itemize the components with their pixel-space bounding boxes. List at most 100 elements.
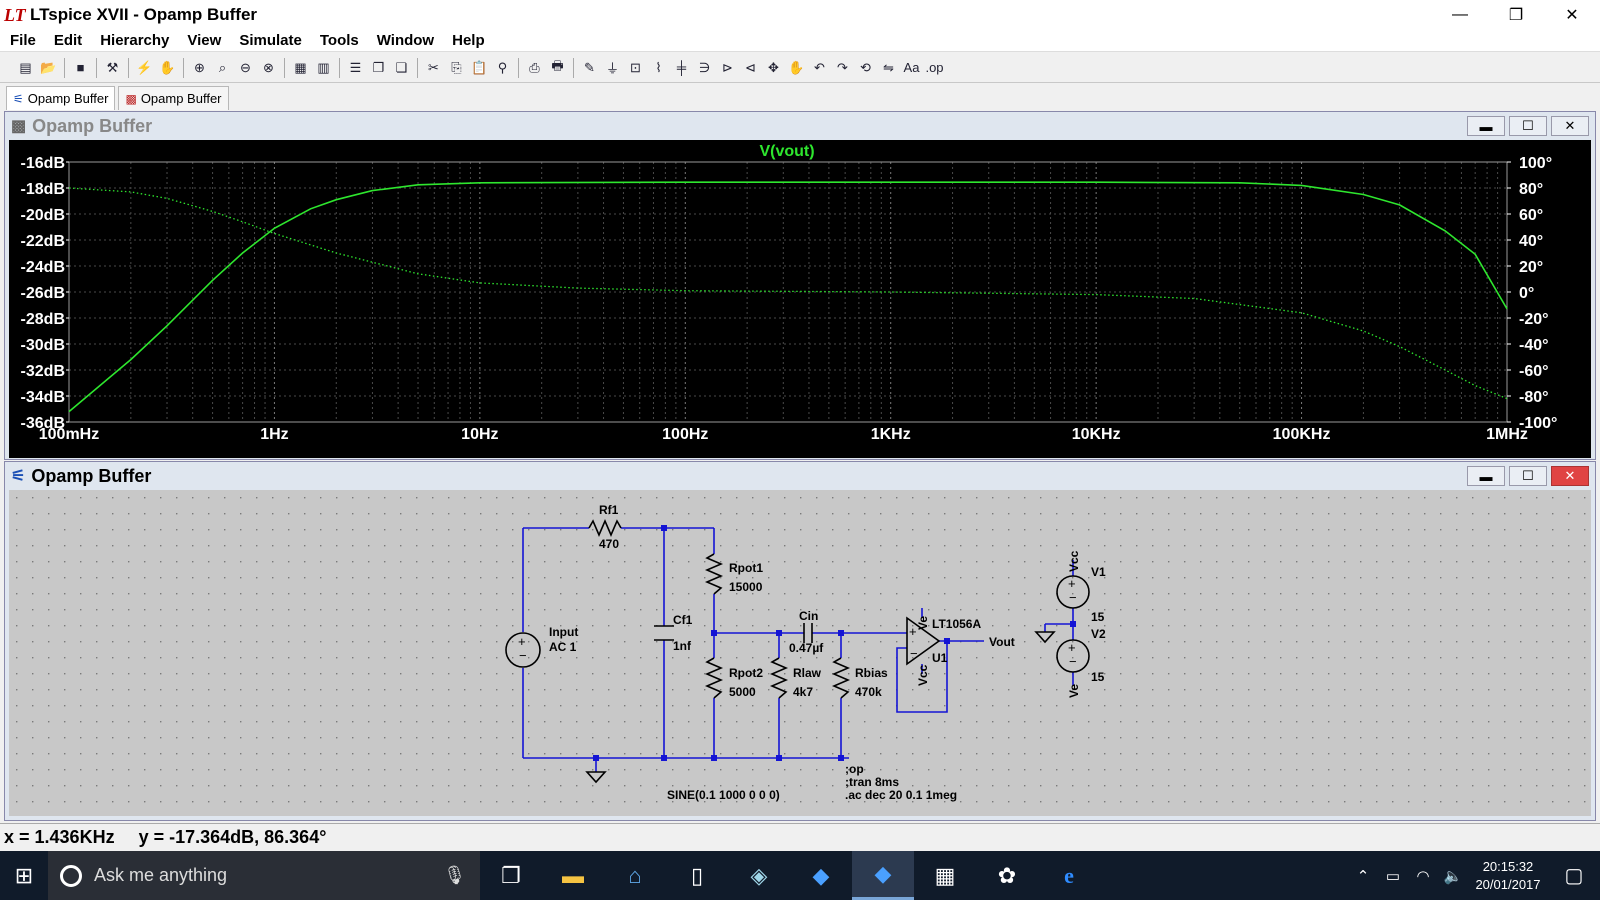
schematic-window: ⚟ Opamp Buffer ▬ ☐ ✕ [4, 461, 1596, 821]
paint-app-icon[interactable]: ✿ [997, 862, 1017, 888]
redo-icon[interactable]: ↷ [837, 59, 848, 75]
task-view-icon[interactable]: ❐ [501, 862, 521, 888]
windows-taskbar: ⊞ Ask me anything 🎙 ❐ ▬ ⌂ ▯ ◈ ◆ ◆ ▦ ✿ e … [0, 851, 1600, 900]
diode-icon[interactable]: ⊳ [722, 59, 733, 75]
menu-tools[interactable]: Tools [319, 32, 359, 49]
ground-icon[interactable]: ⏚ [605, 61, 619, 76]
directive-ac[interactable]: .ac dec 20 0.1 1meg [845, 788, 957, 802]
schematic-drawing[interactable]: +− +− +− +− Rf1 470 Rpot1 15000 Cf1 1nf … [9, 490, 1591, 816]
copy-icon[interactable]: ⎘ [451, 59, 462, 75]
waveform-maximize-button[interactable]: ☐ [1509, 116, 1547, 136]
directive-op[interactable]: ;op [845, 762, 864, 776]
ltspice-xvii-icon[interactable]: ◆ [852, 851, 914, 900]
menu-help[interactable]: Help [452, 32, 485, 49]
tab-waveform[interactable]: ▩ Opamp Buffer [118, 86, 229, 110]
library-app-icon[interactable]: ⌂ [628, 862, 642, 888]
text-icon[interactable]: Aa [903, 60, 920, 75]
document-app-icon[interactable]: ▯ [690, 862, 704, 888]
close-button[interactable]: ✕ [1565, 7, 1579, 24]
new-schematic-icon[interactable]: ▤ [19, 59, 32, 75]
y-left-tick-label: -28dB [21, 311, 65, 328]
ltspice-iv-icon[interactable]: ◆ [812, 862, 830, 888]
tab-schematic[interactable]: ⚟ Opamp Buffer [6, 86, 116, 110]
menu-window[interactable]: Window [376, 32, 435, 49]
minimize-button[interactable]: — [1452, 6, 1468, 23]
file-explorer-icon[interactable]: ▬ [562, 862, 584, 888]
calculator-icon[interactable]: ▦ [934, 862, 956, 888]
rotate-icon[interactable]: ⟲ [860, 59, 871, 75]
directive-tran[interactable]: ;tran 8ms [845, 775, 899, 789]
menu-simulate[interactable]: Simulate [239, 32, 302, 49]
close-windows-icon[interactable]: ❏ [395, 59, 408, 75]
cascade-icon[interactable]: ❐ [372, 59, 385, 75]
autorange-icon[interactable]: ▦ [294, 59, 307, 75]
schematic-canvas[interactable]: +− +− +− +− Rf1 470 Rpot1 15000 Cf1 1nf … [9, 490, 1591, 816]
control-panel-icon[interactable]: ⚒ [106, 59, 119, 75]
tile-horizontal-icon[interactable]: ☰ [349, 59, 362, 75]
menu-file[interactable]: File [10, 32, 36, 49]
label-net-icon[interactable]: ⊡ [630, 59, 641, 75]
zoom-out-icon[interactable]: ⊖ [240, 59, 251, 75]
move-icon[interactable]: ✥ [768, 59, 779, 75]
inductor-icon[interactable]: ∋ [698, 59, 711, 75]
cin-value: 0.47µf [789, 641, 824, 655]
mirror-icon[interactable]: ⇋ [883, 59, 894, 75]
capacitor-icon[interactable]: ╪ [676, 60, 687, 75]
cortana-icon [60, 864, 82, 887]
plot-pane[interactable]: -16dB-18dB-20dB-22dB-24dB-26dB-28dB-30dB… [9, 140, 1591, 458]
menu-hierarchy[interactable]: Hierarchy [100, 32, 170, 49]
cf1-value: 1nf [673, 639, 692, 653]
pan-icon[interactable]: ⌕ [218, 59, 227, 75]
waveform-window-titlebar[interactable]: ▩ Opamp Buffer [5, 112, 1595, 140]
microphone-icon[interactable]: 🎙 [443, 865, 466, 885]
waveform-close-button[interactable]: ✕ [1551, 116, 1589, 136]
action-center-icon[interactable]: ▢ [1564, 865, 1584, 887]
schematic-minimize-button[interactable]: ▬ [1467, 466, 1505, 486]
halt-icon[interactable]: ✋ [159, 59, 176, 75]
drag-icon[interactable]: ✋ [788, 59, 805, 75]
windows-start-icon[interactable]: ⊞ [14, 862, 34, 888]
status-bar: x = 1.436KHz y = -17.364dB, 86.364° [0, 823, 1600, 851]
pick-visible-icon[interactable]: ▥ [317, 59, 330, 75]
schematic-close-button[interactable]: ✕ [1551, 466, 1589, 486]
show-hidden-icons-icon[interactable]: ⌃ [1356, 867, 1370, 885]
undo-icon[interactable]: ↶ [814, 59, 825, 75]
clock[interactable]: 20:15:32 20/01/2017 [1468, 858, 1548, 894]
volume-icon[interactable]: 🔈 [1443, 867, 1463, 885]
zoom-in-icon[interactable]: ⊕ [194, 59, 205, 75]
y-left-tick-label: -16dB [21, 155, 65, 172]
notes-app-icon[interactable]: ◈ [750, 862, 768, 888]
bode-plot[interactable]: -16dB-18dB-20dB-22dB-24dB-26dB-28dB-30dB… [9, 140, 1591, 458]
menu-edit[interactable]: Edit [53, 32, 83, 49]
zoom-fit-icon[interactable]: ⊗ [263, 59, 274, 75]
schematic-window-titlebar[interactable]: ⚟ Opamp Buffer [5, 462, 1595, 490]
menu-view[interactable]: View [187, 32, 222, 49]
print-setup-icon[interactable]: ⎙ [529, 59, 540, 75]
schematic-maximize-button[interactable]: ☐ [1509, 466, 1547, 486]
open-icon[interactable]: 📂 [40, 59, 57, 75]
cortana-search-box[interactable]: Ask me anything 🎙 [48, 851, 480, 900]
trace-label[interactable]: V(vout) [759, 143, 814, 160]
wifi-icon[interactable]: ◠ [1416, 867, 1430, 885]
tab-label: Opamp Buffer [27, 91, 109, 106]
y-left-tick-label: -30dB [21, 337, 65, 354]
waveform-icon: ▩ [11, 118, 27, 135]
edge-browser-icon[interactable]: e [1064, 862, 1074, 888]
find-icon[interactable]: ⚲ [497, 59, 508, 75]
run-icon[interactable]: ⚡ [136, 59, 153, 75]
paste-icon[interactable]: 📋 [471, 59, 488, 75]
svg-text:−: − [1069, 654, 1077, 669]
waveform-minimize-button[interactable]: ▬ [1467, 116, 1505, 136]
battery-icon[interactable]: ▭ [1385, 867, 1401, 885]
sine-spec: SINE(0.1 1000 0 0 0) [667, 788, 780, 802]
schematic-window-title: Opamp Buffer [31, 465, 152, 486]
component-icon[interactable]: ⊲ [745, 59, 756, 75]
spice-directive-icon[interactable]: .op [925, 60, 944, 75]
rpot2-value: 5000 [729, 685, 756, 699]
draw-wire-icon[interactable]: ✎ [584, 59, 595, 75]
save-icon[interactable]: ■ [76, 60, 85, 75]
maximize-button[interactable]: ❐ [1508, 7, 1524, 24]
resistor-icon[interactable]: ⌇ [655, 59, 662, 75]
cut-icon[interactable]: ✂ [428, 59, 439, 75]
print-icon[interactable]: 🖶 [551, 57, 564, 73]
